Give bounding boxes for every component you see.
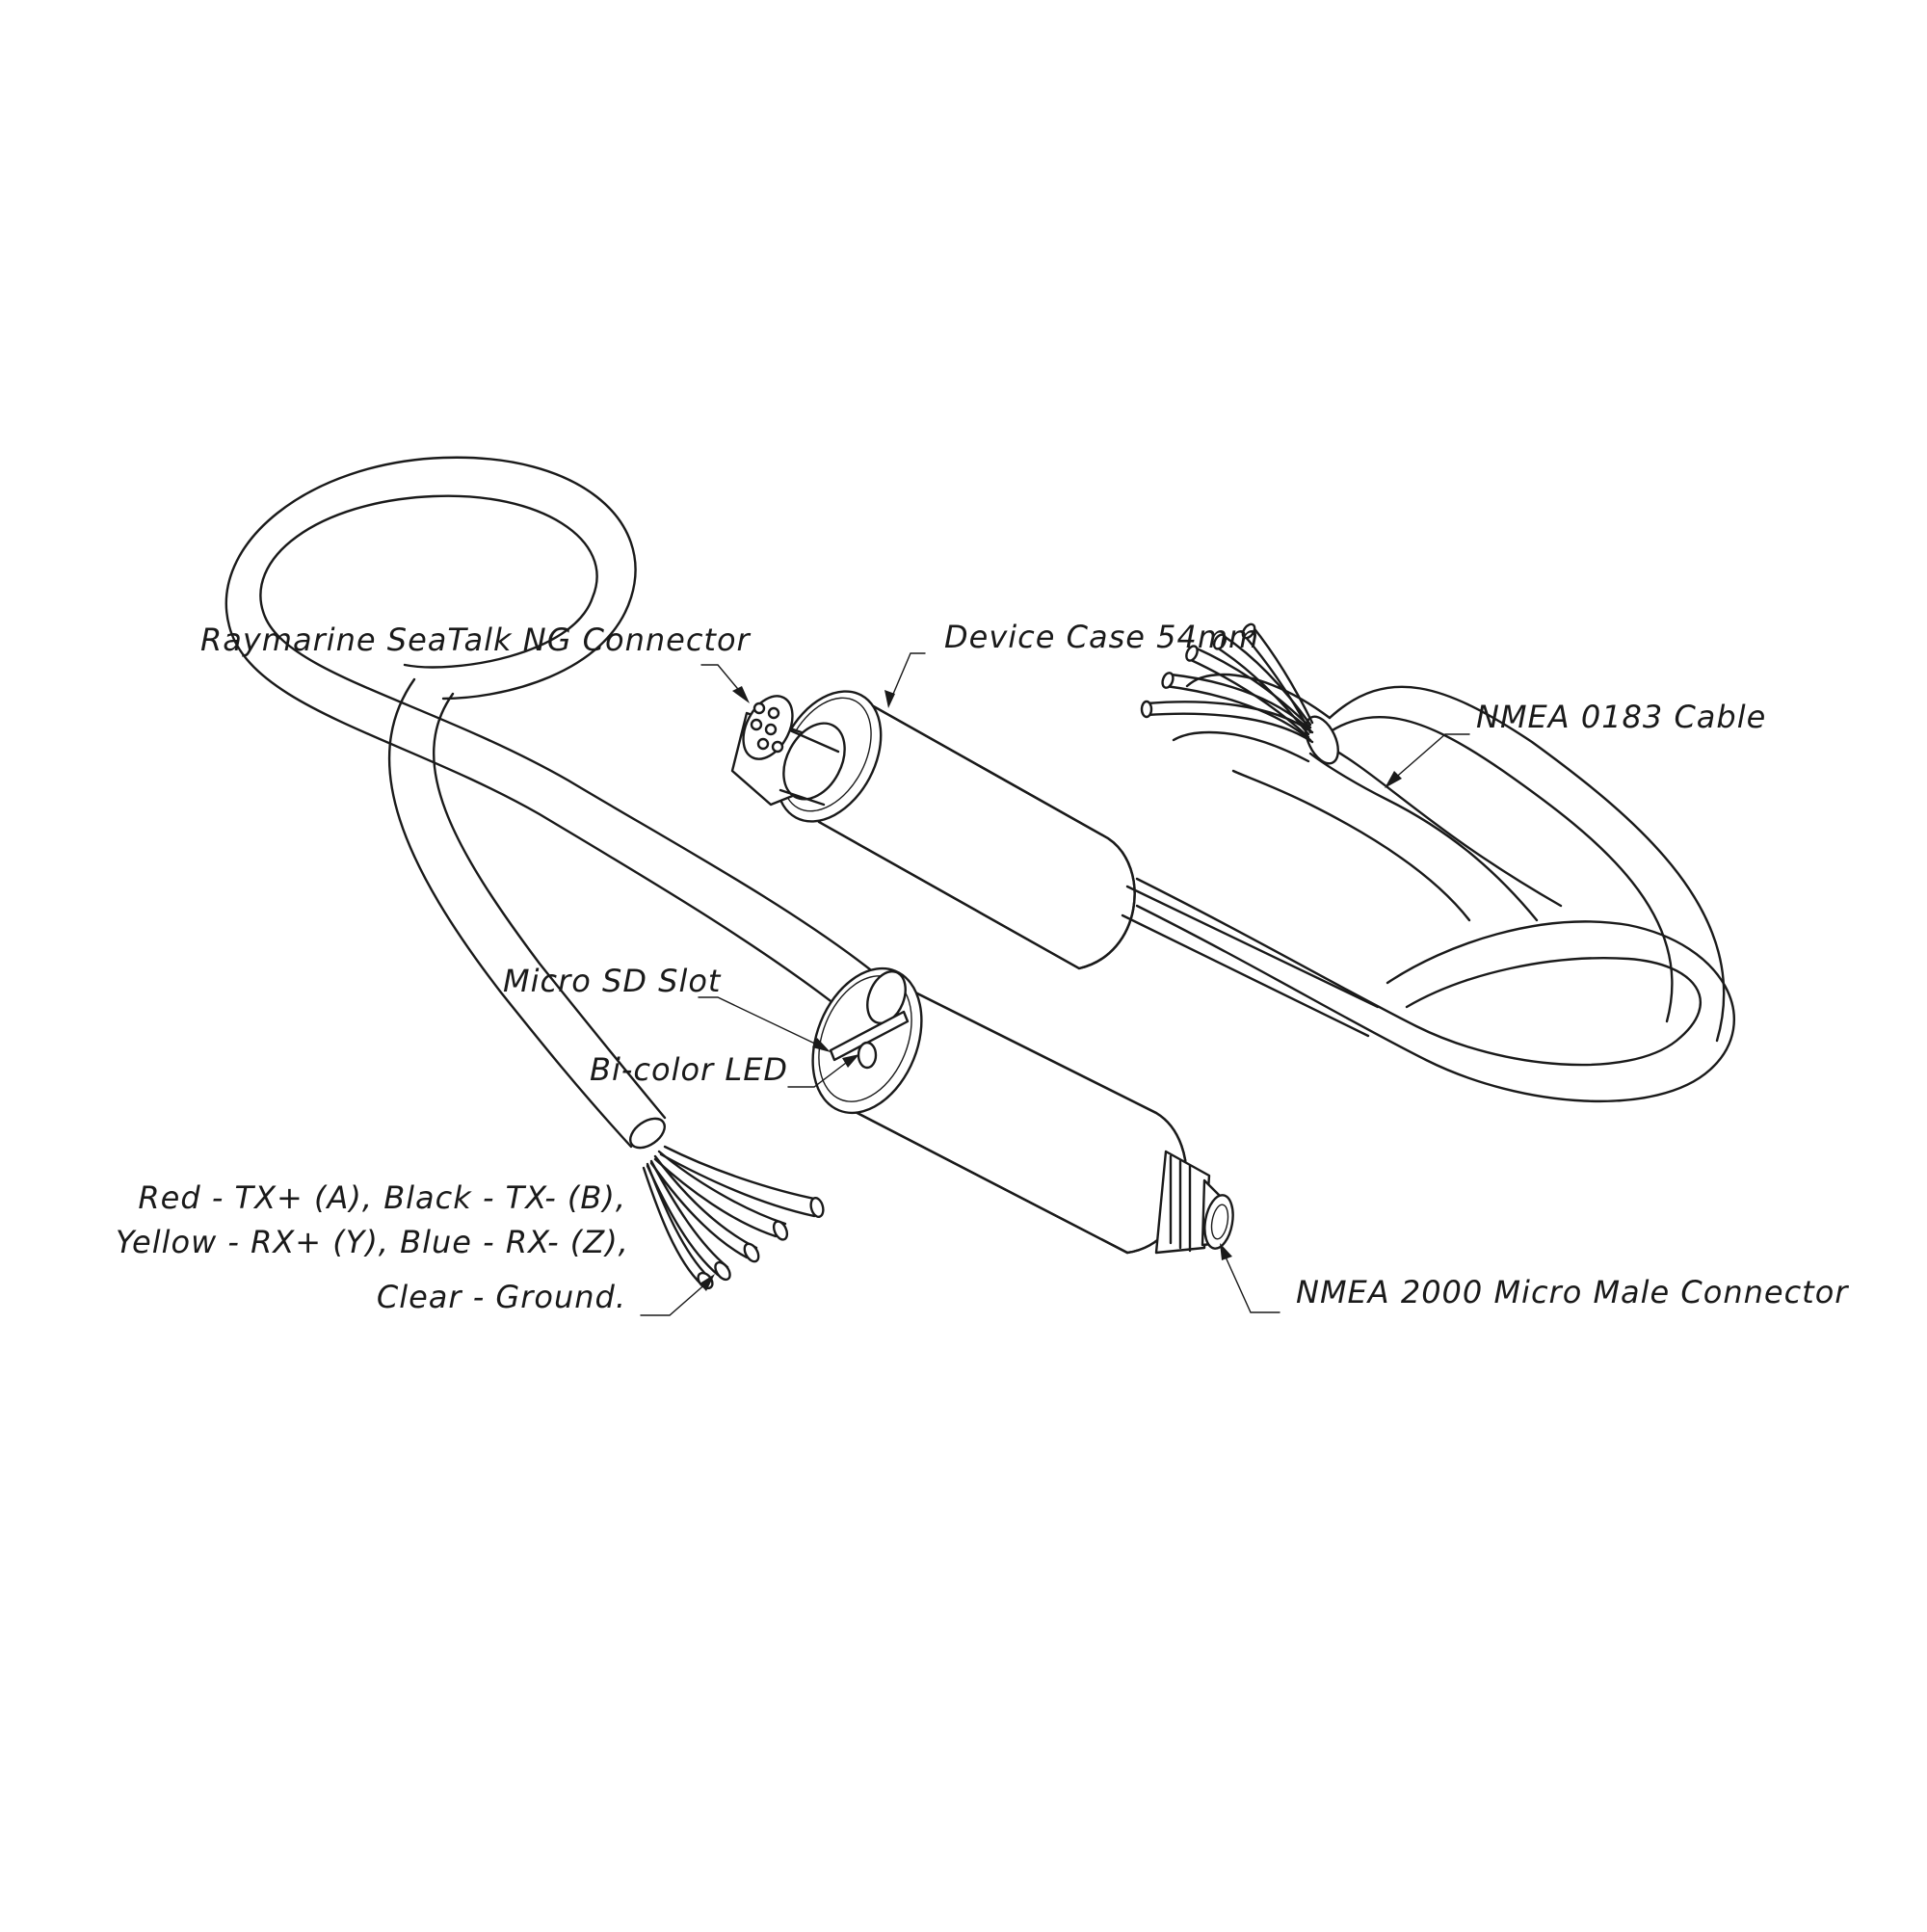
label-nmea2000-connector: NMEA 2000 Micro Male Connector <box>1296 1274 1849 1310</box>
nmea2000-connector <box>1154 1150 1234 1255</box>
left-cable-loop <box>224 456 877 1150</box>
label-wiring-line-1: Red - TX+ (A), Black - TX- (B), <box>138 1179 626 1216</box>
sd-slot-and-led <box>829 1010 910 1070</box>
label-wiring-line-2: Yellow - RX+ (Y), Blue - RX- (Z), <box>116 1224 629 1260</box>
right-wire-bundle <box>1140 622 1314 744</box>
seatalk-connector <box>730 695 846 807</box>
right-cable-loop <box>1135 685 1735 1102</box>
label-seatalk-connector: Raymarine SeaTalk NG Connector <box>200 622 751 658</box>
left-wire-bundle <box>642 1145 825 1290</box>
label-nmea0183-cable: NMEA 0183 Cable <box>1476 699 1767 735</box>
leader-lines <box>640 652 1470 1316</box>
label-bicolor-led: Bi-color LED <box>590 1051 789 1088</box>
label-device-case: Device Case 54mm <box>944 619 1260 655</box>
label-micro-sd-slot: Micro SD Slot <box>503 963 722 999</box>
lower-device-case <box>811 966 1188 1255</box>
label-wiring-line-3: Clear - Ground. <box>376 1279 626 1315</box>
